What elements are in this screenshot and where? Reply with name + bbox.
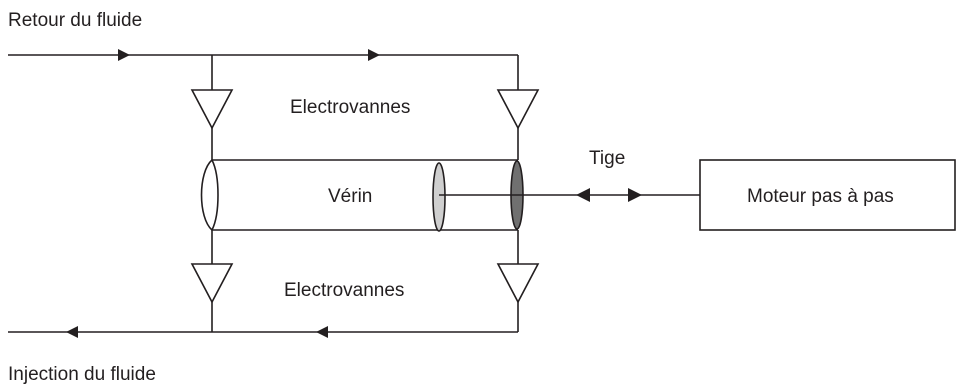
rod-label: Tige [589, 148, 625, 169]
valve-bottom-right [496, 263, 540, 304]
return-arrow-2 [368, 49, 380, 61]
rod-arrow-left [576, 188, 590, 202]
cylinder-label: Vérin [328, 186, 372, 207]
valves-bottom-label: Electrovannes [284, 280, 404, 301]
return-arrow-1 [118, 49, 130, 61]
injection-arrow-1 [66, 326, 78, 338]
rod-arrow-right [628, 188, 642, 202]
return-label: Retour du fluide [8, 10, 142, 31]
valves-top-label: Electrovannes [290, 97, 410, 118]
valve-top-left [190, 89, 234, 130]
motor-box [699, 159, 956, 231]
piston-left [432, 162, 446, 232]
valve-bottom-left [190, 263, 234, 304]
cylinder-left-cap-inner [211, 159, 219, 231]
motor-label: Moteur pas à pas [747, 186, 894, 207]
valve-top-right [496, 89, 540, 130]
cylinder [200, 159, 518, 231]
injection-arrow-2 [316, 326, 328, 338]
cylinder-left-cap [200, 159, 213, 231]
injection-label: Injection du fluide [8, 364, 156, 385]
